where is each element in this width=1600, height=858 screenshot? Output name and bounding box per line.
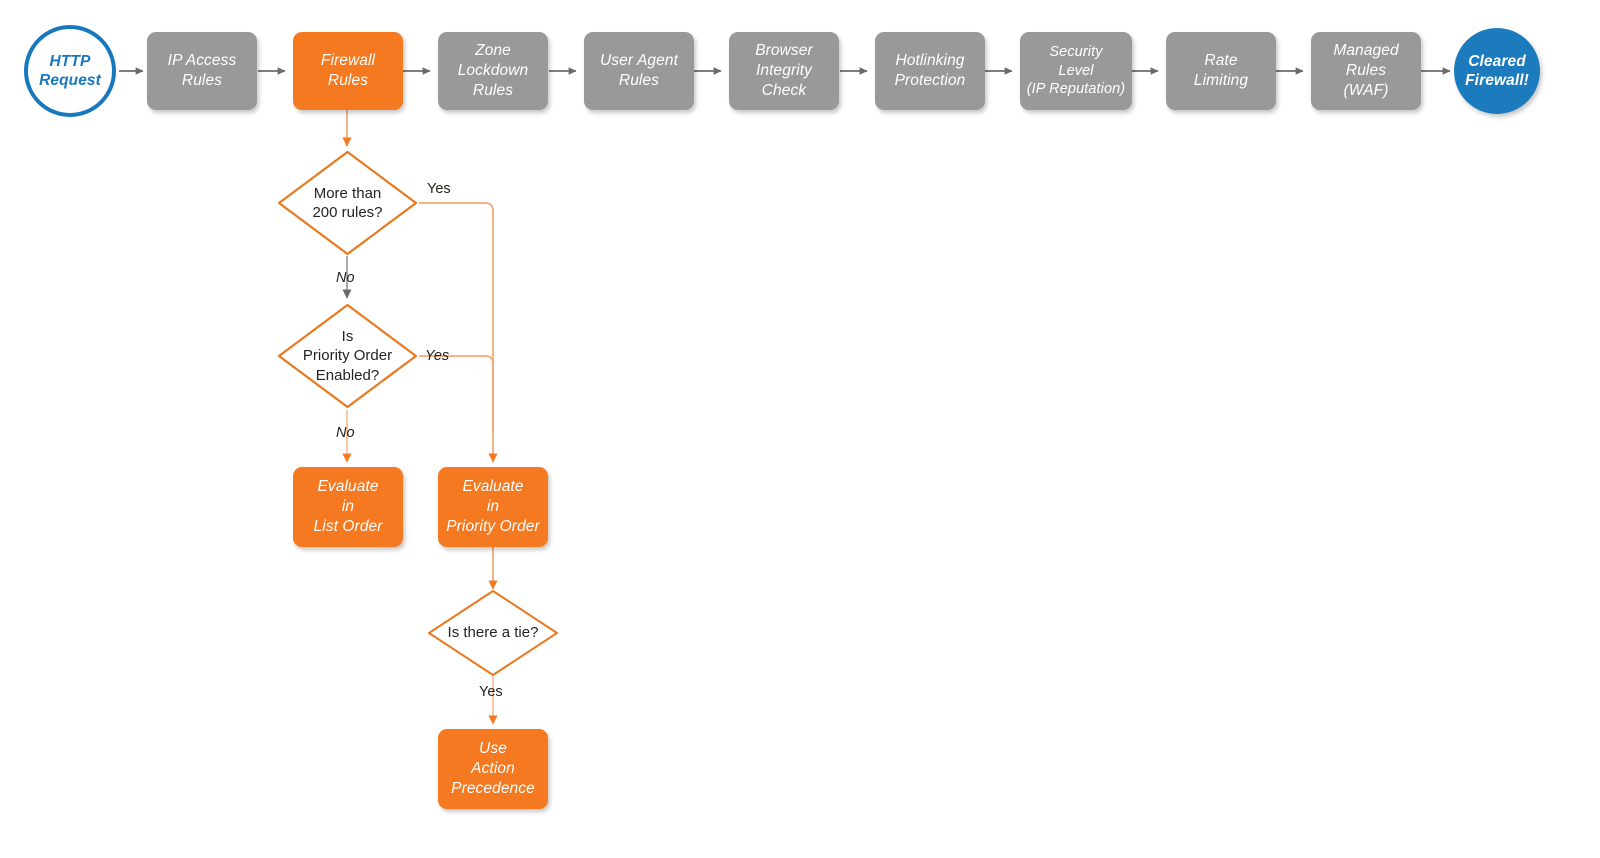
edge-label-priority-order-no: No [336,425,355,441]
decision-more-than-200-rules[interactable]: More than 200 rules? [277,150,418,256]
node-label: Browser Integrity Check [755,42,813,99]
pipeline-step-zone-lockdown-rules[interactable]: Zone Lockdown Rules [438,32,548,110]
diamond-shape [277,150,418,256]
pipeline-start-http-request[interactable]: HTTP Request [24,25,116,117]
pipeline-step-browser-integrity-check[interactable]: Browser Integrity Check [729,32,839,110]
node-label: IP Access Rules [167,52,237,89]
node-label: Hotlinking Protection [894,52,966,89]
edge-label-tie-yes: Yes [479,684,503,700]
decision-label: Is there a tie? [447,624,539,642]
diamond-shape [277,303,418,409]
outcome-evaluate-in-list-order[interactable]: Evaluate in List Order [293,467,403,547]
pipeline-step-rate-limiting[interactable]: Rate Limiting [1166,32,1276,110]
pipeline-end-cleared-firewall[interactable]: Cleared Firewall! [1454,28,1540,114]
node-label: Managed Rules (WAF) [1333,42,1399,99]
node-label: User Agent Rules [600,52,678,89]
node-label: Cleared Firewall! [1465,52,1529,89]
decision-label: More than 200 rules? [312,184,383,222]
node-label: Rate Limiting [1193,52,1249,89]
decision-is-there-a-tie[interactable]: Is there a tie? [427,589,559,677]
node-label: HTTP Request [39,52,101,89]
node-label: Firewall Rules [320,52,376,89]
node-label: Security Level (IP Reputation) [1026,44,1126,98]
diamond-shape [428,590,558,676]
outcome-evaluate-in-priority-order[interactable]: Evaluate in Priority Order [438,467,548,547]
pipeline-step-ip-access-rules[interactable]: IP Access Rules [147,32,257,110]
edge-label-priority-order-yes: Yes [425,348,450,364]
pipeline-step-user-agent-rules[interactable]: User Agent Rules [584,32,694,110]
outcome-use-action-precedence[interactable]: Use Action Precedence [438,729,548,809]
decision-is-priority-order-enabled[interactable]: Is Priority Order Enabled? [277,303,418,409]
node-label: Zone Lockdown Rules [457,42,529,99]
node-label: Use Action Precedence [451,740,535,797]
pipeline-step-firewall-rules[interactable]: Firewall Rules [293,32,403,110]
decision-label: Is Priority Order Enabled? [302,327,393,384]
edge-label-more-than-200-no: No [336,270,355,286]
node-label: Evaluate in Priority Order [446,478,540,535]
pipeline-step-managed-rules-waf[interactable]: Managed Rules (WAF) [1311,32,1421,110]
pipeline-step-security-level[interactable]: Security Level (IP Reputation) [1020,32,1132,110]
pipeline-step-hotlinking-protection[interactable]: Hotlinking Protection [875,32,985,110]
node-label: Evaluate in List Order [313,478,383,535]
edge-label-more-than-200-yes: Yes [427,181,451,197]
